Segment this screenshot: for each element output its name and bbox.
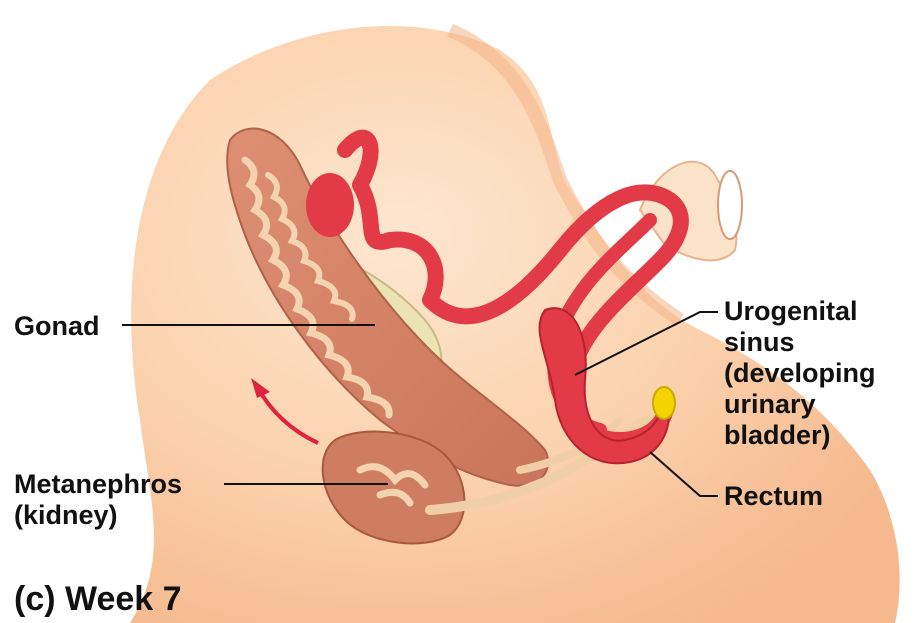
gonad-label: Gonad (14, 311, 100, 342)
stomach-dilation (306, 173, 354, 237)
urogenital-sinus-label: Urogenital sinus (developing urinary bla… (724, 296, 876, 451)
cloacal-opening (653, 387, 675, 419)
figure-caption: (c) Week 7 (14, 580, 182, 618)
metanephros-label: Metanephros (kidney) (14, 469, 182, 531)
rectum-label: Rectum (724, 481, 823, 512)
tail-bud-opening (718, 171, 742, 239)
